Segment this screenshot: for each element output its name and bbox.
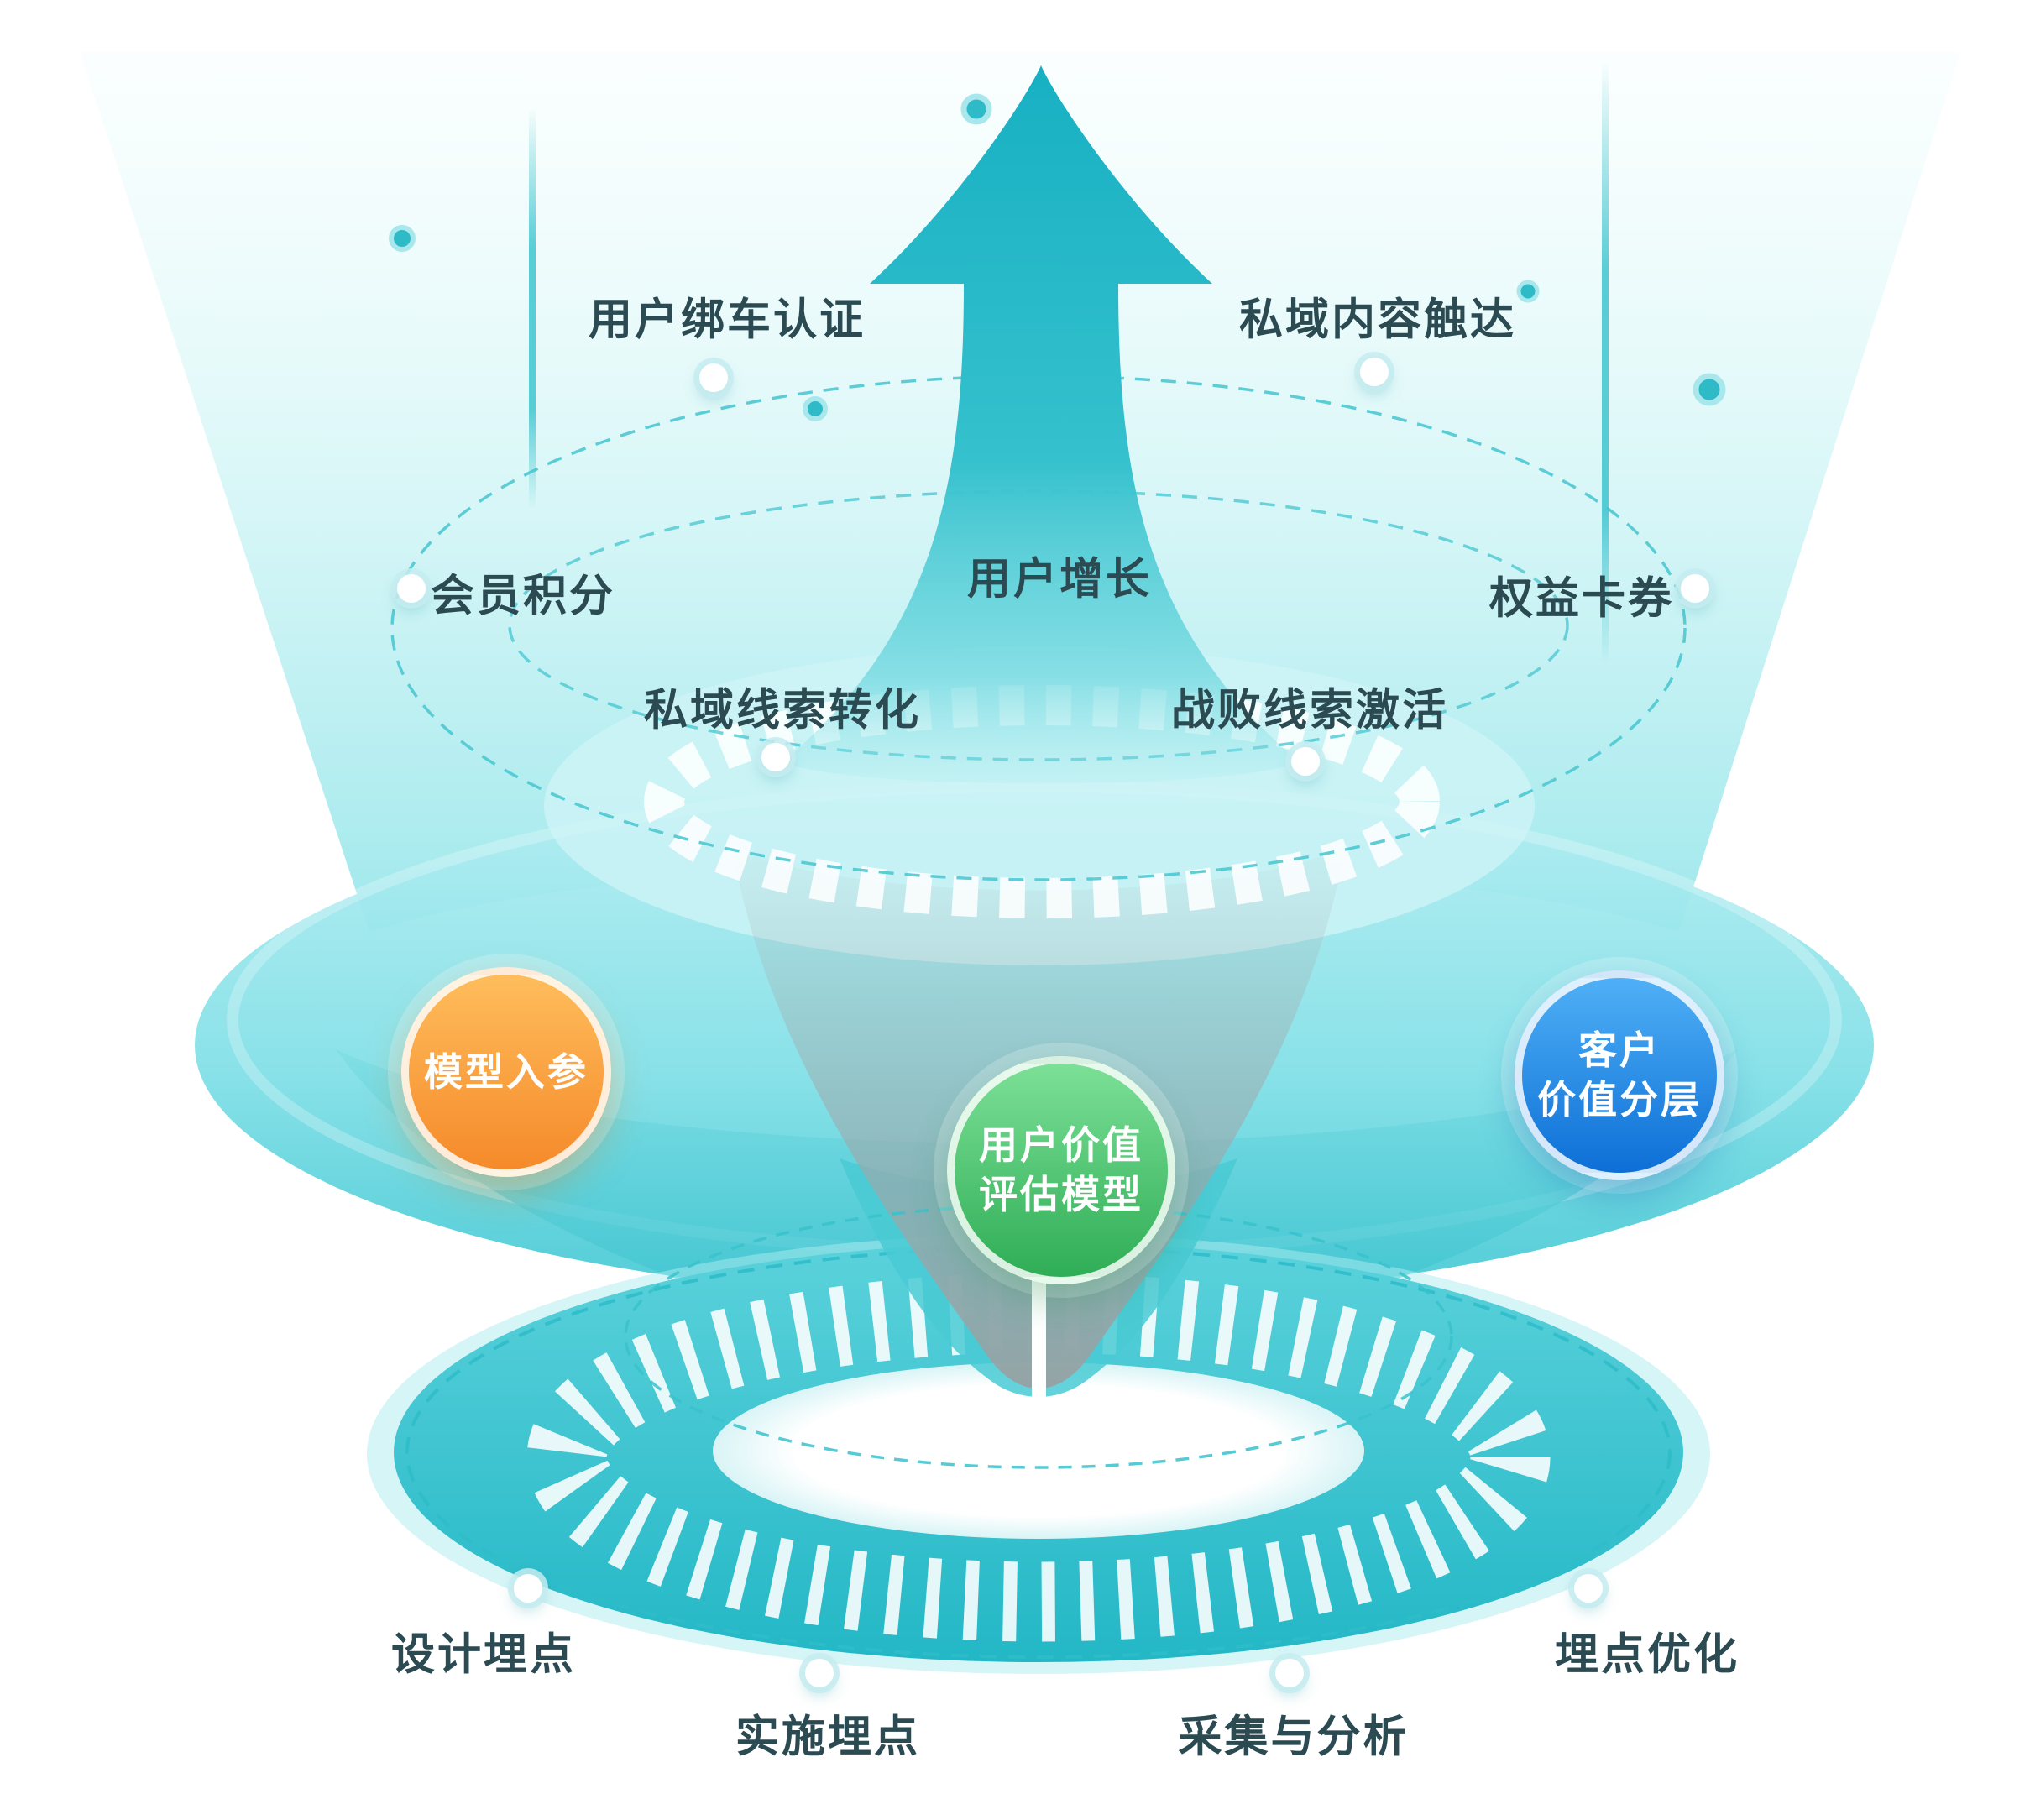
label-bind-auth: 用户绑车认证 xyxy=(588,295,866,345)
marker-lost-lead-activation xyxy=(1291,747,1320,776)
growth-arrow xyxy=(782,65,1300,784)
marker-lead-conversion xyxy=(761,743,790,771)
floating-particles xyxy=(389,60,1726,665)
bubble-value-model: 用户价值 评估模型 xyxy=(947,1056,1175,1284)
marker-design-tracking xyxy=(514,1574,542,1603)
label-collect-analyze: 采集与分析 xyxy=(1178,1713,1410,1762)
particle-dot xyxy=(960,93,992,125)
marker-implement-tracking xyxy=(805,1659,834,1687)
top-tick-ring xyxy=(644,685,1440,918)
bubble-model-input: 模型入参 xyxy=(401,967,611,1177)
bubble-customer-tiering-line2: 价值分层 xyxy=(1537,1078,1702,1122)
bubble-value-model-line1: 用户价值 xyxy=(979,1123,1143,1168)
label-rights-coupons: 权益卡券 xyxy=(1488,574,1675,624)
bubble-value-model-line2: 评估模型 xyxy=(979,1173,1143,1216)
marker-tracking-optimize xyxy=(1574,1574,1603,1603)
label-content-reach: 私域内容触达 xyxy=(1238,295,1517,345)
bubble-model-input-label: 模型入参 xyxy=(424,1049,589,1094)
label-implement-tracking: 实施埋点 xyxy=(735,1713,921,1762)
label-lost-lead-activation: 战败线索激活 xyxy=(1170,686,1449,735)
particle-dot xyxy=(1516,280,1540,303)
particle-dot xyxy=(1693,373,1726,406)
bubble-customer-tiering-line1: 客户 xyxy=(1578,1028,1661,1073)
marker-bind-auth xyxy=(699,363,728,392)
marker-member-points xyxy=(397,574,426,603)
label-design-tracking: 设计埋点 xyxy=(390,1630,577,1680)
marker-collect-analyze xyxy=(1275,1659,1304,1687)
particle-dot xyxy=(803,396,828,421)
vertical-line-right xyxy=(1602,60,1609,665)
label-member-points: 会员积分 xyxy=(430,572,616,621)
vertical-line-left xyxy=(529,107,536,509)
label-tracking-optimize: 埋点优化 xyxy=(1554,1630,1740,1680)
bubble-customer-tiering: 客户 价值分层 xyxy=(1515,970,1724,1180)
label-lead-conversion: 私域线索转化 xyxy=(643,686,922,735)
particle-dot xyxy=(389,225,416,252)
marker-rights-coupons xyxy=(1681,574,1709,603)
marker-content-reach xyxy=(1360,358,1389,386)
base-ring-hole xyxy=(713,1362,1364,1539)
label-user-growth: 用户增长 xyxy=(966,555,1153,604)
